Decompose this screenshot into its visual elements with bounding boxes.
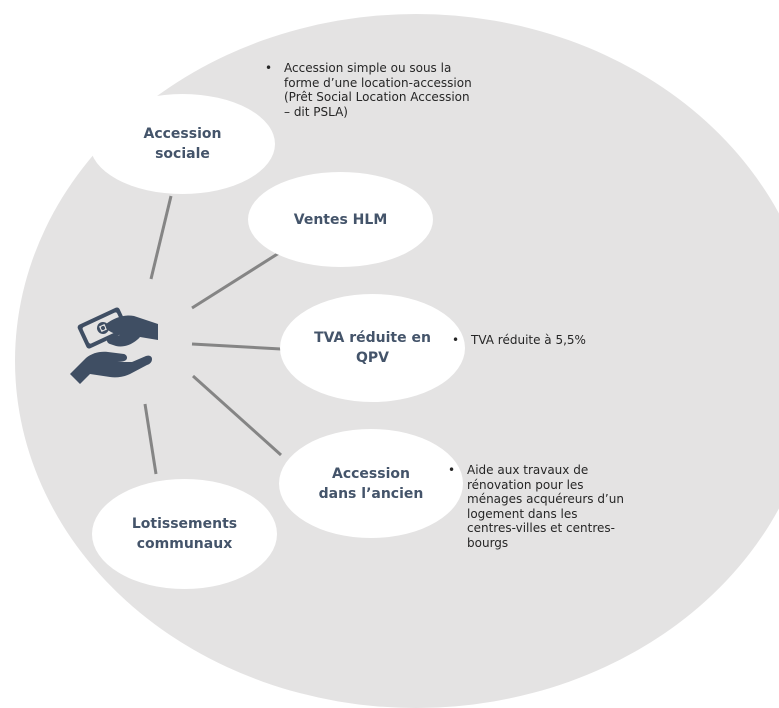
node-lotissements-label: Lotissements communaux (131, 516, 238, 552)
note-accession-ancien-text: Aide aux travaux de rénovation pour les … (467, 463, 624, 550)
node-accession-ancien-label: Accession dans l’ancien (318, 465, 424, 502)
note-tva-reduite: • TVA réduite à 5,5% (452, 333, 671, 348)
connector-accession-sociale (149, 195, 173, 280)
node-ventes-hlm-label: Ventes HLM (293, 211, 388, 228)
node-ventes-hlm: Ventes HLM (248, 172, 433, 267)
note-bullet: • (448, 463, 456, 477)
connectors (143, 195, 283, 475)
connector-ventes-hlm (191, 251, 280, 310)
hand-giving-money-icon (70, 307, 158, 384)
connector-lotissements (143, 403, 158, 475)
note-bullet: • (452, 333, 460, 347)
node-accession-sociale-label: Accession sociale (143, 126, 222, 162)
connector-tva-reduite (191, 342, 282, 351)
note-bullet: • (265, 61, 273, 75)
note-accession-ancien: • Aide aux travaux de rénovation pour le… (448, 463, 667, 550)
node-tva-reduite: TVA réduite en QPV (280, 294, 465, 402)
note-accession-sociale: • Accession simple ou sous la forme d’un… (265, 61, 524, 119)
connector-accession-ancien (191, 374, 283, 457)
node-accession-sociale: Accession sociale (90, 94, 275, 194)
node-accession-ancien: Accession dans l’ancien (279, 429, 463, 538)
note-tva-reduite-text: TVA réduite à 5,5% (471, 333, 586, 347)
note-accession-sociale-text: Accession simple ou sous la forme d’une … (284, 61, 472, 119)
node-tva-reduite-label: TVA réduite en QPV (314, 330, 431, 366)
node-lotissements: Lotissements communaux (92, 479, 277, 589)
